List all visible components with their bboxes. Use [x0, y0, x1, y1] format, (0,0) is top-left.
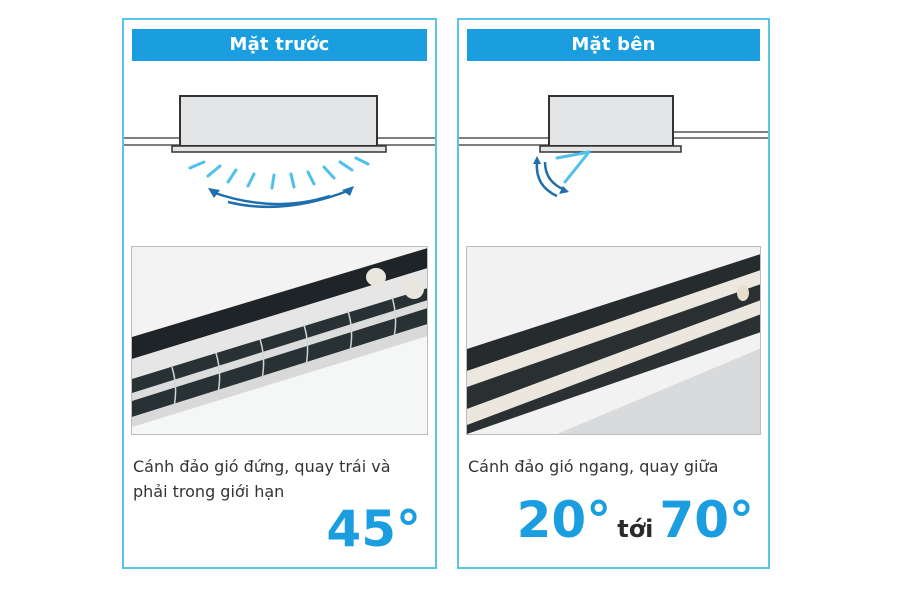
angle-value: 45°: [326, 500, 421, 558]
angle-to: 70°: [659, 491, 754, 549]
swing-arrow-icon: [211, 188, 351, 209]
front-view-description: Cánh đảo gió đứng, quay trái và phải tro…: [133, 457, 391, 501]
airflow-icon: [555, 150, 591, 184]
side-view-swing-diagram: [459, 78, 768, 218]
front-view-title: Mặt trước: [132, 29, 427, 61]
side-view-description: Cánh đảo gió ngang, quay giữa: [468, 457, 719, 476]
airflow-icon: [188, 156, 370, 190]
vertical-louver-photo: [131, 246, 428, 435]
front-view-panel: Mặt trước: [122, 18, 437, 569]
front-view-angle: 45°: [326, 501, 421, 557]
angle-from: 20°: [516, 491, 612, 549]
side-view-title: Mặt bên: [467, 29, 760, 61]
front-view-swing-diagram: [124, 78, 435, 218]
horizontal-louver-photo: [466, 246, 761, 435]
angle-connector: tới: [617, 515, 654, 543]
side-view-panel: Mặt bên: [457, 18, 770, 569]
